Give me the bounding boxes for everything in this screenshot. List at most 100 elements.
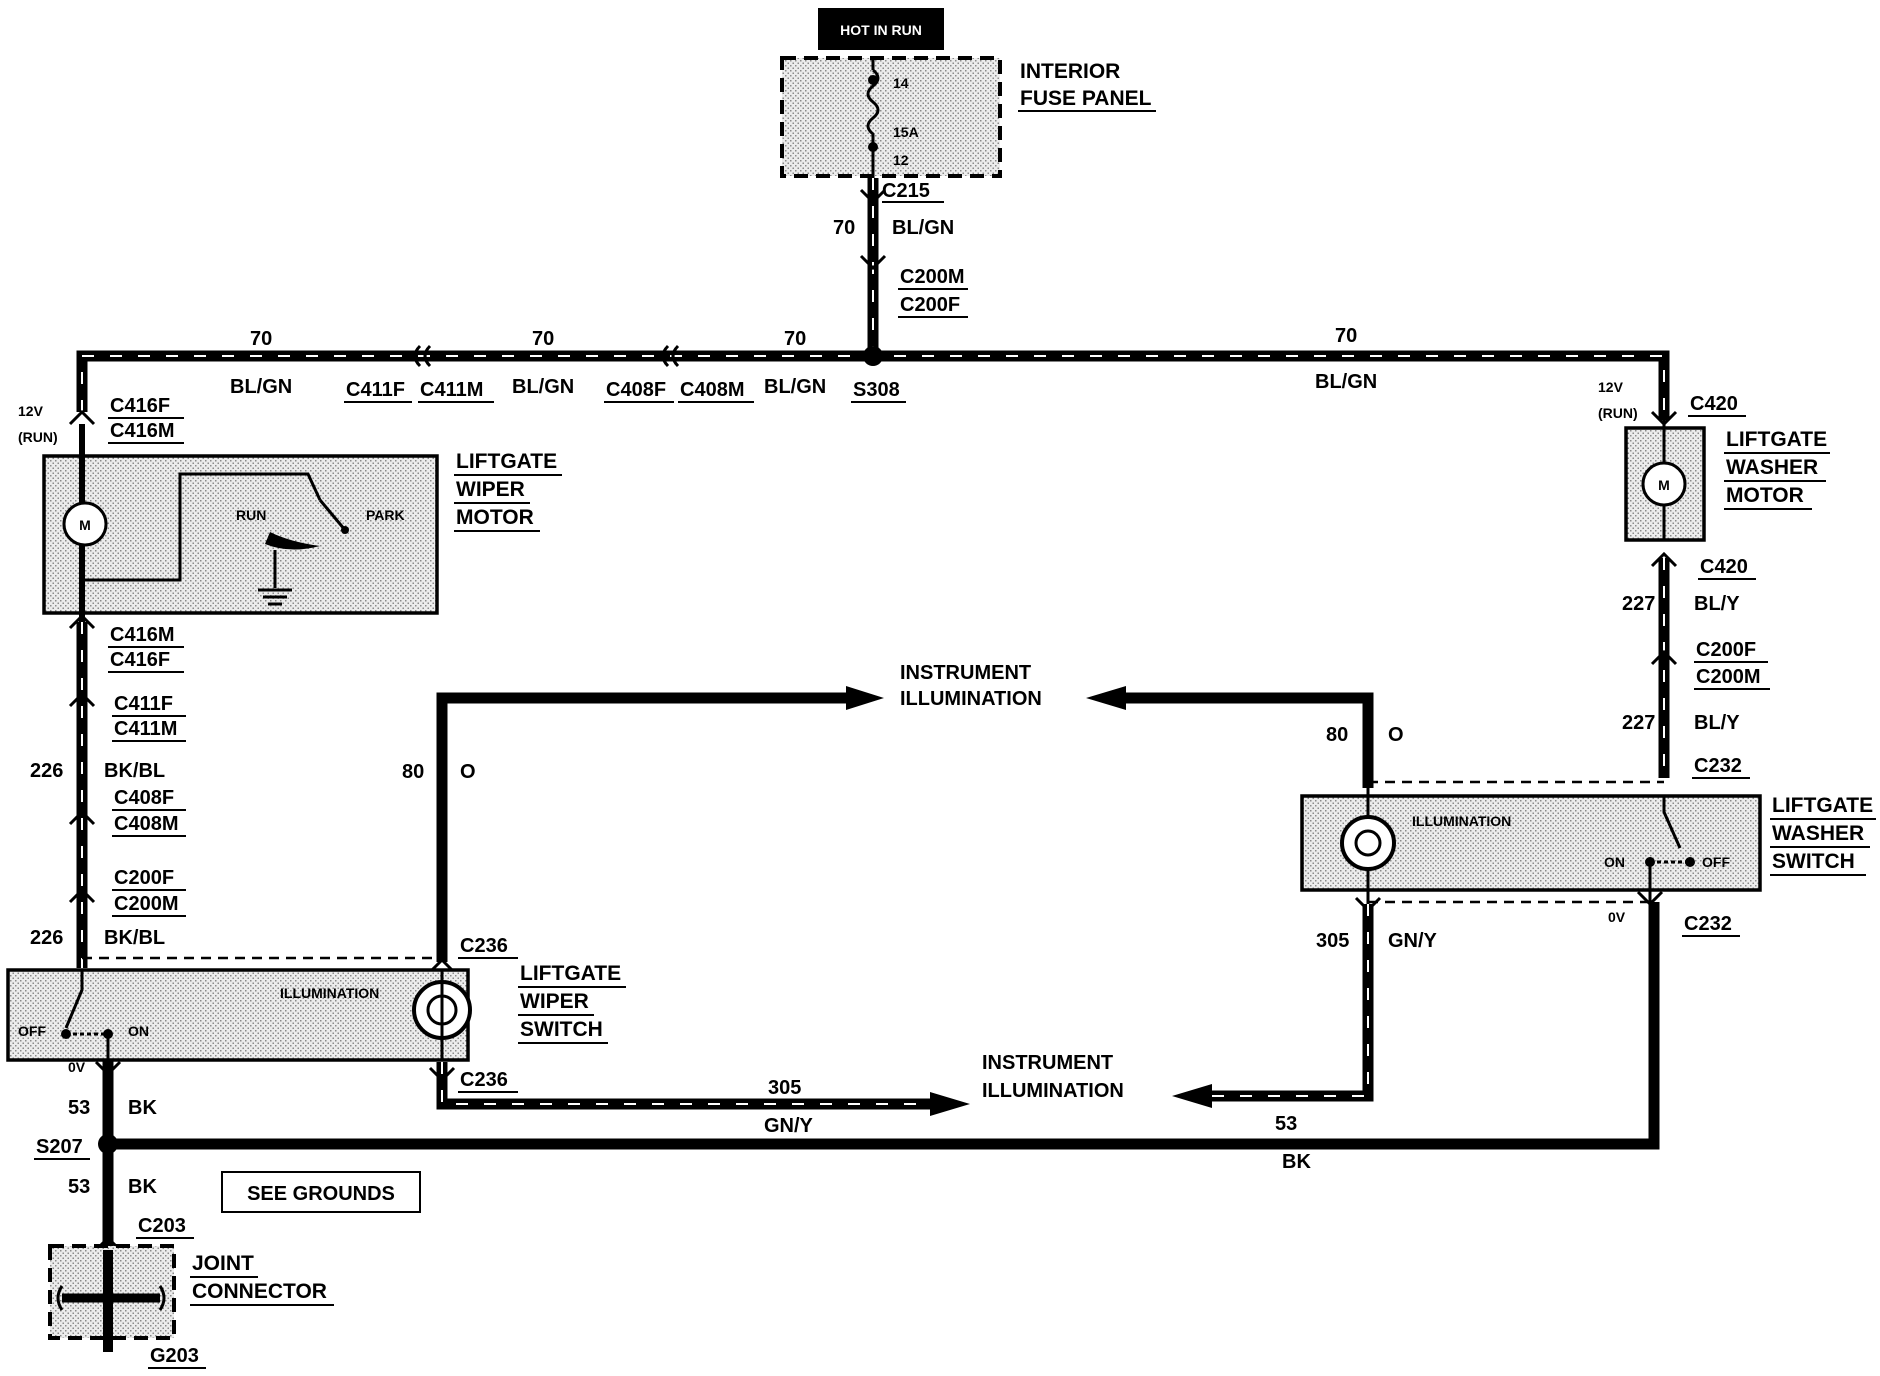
wire-80-right: [1086, 686, 1374, 788]
washer-motor-m: M: [1658, 477, 1670, 493]
liftgate-washer-switch: C232 ILLUMINATION ON OFF LIFTGATE WASHER…: [1300, 755, 1876, 913]
wiper-switch-label-2: WIPER: [520, 990, 589, 1013]
washer-switch-illumination-lamp-icon: [1340, 815, 1396, 871]
wiper-switch-on-label: ON: [128, 1023, 149, 1039]
splice-s207: [98, 1134, 118, 1154]
c200f-top-label: C200F: [900, 294, 960, 316]
wire-227-upper-circuit: 227: [1622, 593, 1655, 615]
see-grounds-box[interactable]: SEE GROUNDS: [221, 1171, 421, 1213]
wire-70-circuit: 70: [833, 217, 855, 239]
washer-motor-label-2: WASHER: [1726, 456, 1818, 479]
power-source-hot-in-run: HOT IN RUN: [818, 8, 944, 50]
wiper-switch-label-1: LIFTGATE: [520, 962, 621, 985]
wire-53-lower-circuit: 53: [68, 1176, 90, 1198]
hot-in-run-label: HOT IN RUN: [840, 22, 922, 38]
c408f-top-label: C408F: [606, 379, 666, 401]
c420-bot-label: C420: [1700, 556, 1748, 578]
washer-motor-label-1: LIFTGATE: [1726, 428, 1827, 451]
c408m-top-label: C408M: [680, 379, 744, 401]
wire-226-upper-color: BK/BL: [104, 760, 165, 782]
joint-connector: C203 JOINT CONNECTOR G203: [48, 1215, 334, 1369]
c236-top-label: C236: [460, 935, 508, 957]
s308-label: S308: [853, 379, 900, 401]
wiper-motor-m: M: [79, 517, 91, 533]
liftgate-washer-motor: 12V (RUN) C420 M LIFTGATE WASHER MOTOR: [1598, 379, 1830, 542]
wire-53-lower-color: BK: [128, 1176, 157, 1198]
splice-s308: [863, 346, 883, 366]
interior-fuse-panel: 14 15A 12 INTERIOR FUSE PANEL: [780, 56, 1156, 178]
g203-label: G203: [150, 1345, 199, 1367]
wire-305-right-color: GN/Y: [1388, 930, 1438, 952]
c416m-top-label: C416M: [110, 420, 174, 442]
liftgate-wiper-switch: C236 OFF ON ILLUMINATION LIFTGATE WIPER …: [6, 935, 626, 1062]
wire-70-left3-color: BL/GN: [764, 376, 826, 398]
wire-53-upper-circuit: 53: [68, 1097, 90, 1119]
wire-227-lower-color: BL/Y: [1694, 712, 1740, 734]
wire-53-upper-color: BK: [128, 1097, 157, 1119]
wire-305-right: [1172, 904, 1374, 1108]
c411f-top-label: C411F: [346, 379, 405, 401]
c416m-bot-label: C416M: [110, 624, 174, 646]
washer-switch-on-label: ON: [1604, 854, 1625, 870]
instrument-illumination-top-2: ILLUMINATION: [900, 688, 1042, 710]
joint-connector-label-1: JOINT: [192, 1252, 254, 1275]
washer-switch-ground-voltage: 0V: [1608, 909, 1626, 925]
wire-226-lower-color: BK/BL: [104, 927, 165, 949]
wire-70-left1-circuit: 70: [250, 328, 272, 350]
washer-motor-label-3: MOTOR: [1726, 484, 1804, 507]
wiper-motor-label-2: WIPER: [456, 478, 525, 501]
wiper-motor-symbol: [62, 501, 108, 547]
wiper-switch-illumination-label: ILLUMINATION: [280, 985, 379, 1001]
wiper-motor-voltage: 12V: [18, 403, 44, 419]
c215-label: C215: [882, 180, 930, 202]
wire-80-left-circuit: 80: [402, 761, 424, 783]
washer-switch-label-2: WASHER: [1772, 822, 1864, 845]
wire-53-right-color: BK: [1282, 1151, 1311, 1173]
wire-70-feed: [76, 178, 1670, 420]
wire-305-right-circuit: 305: [1316, 930, 1349, 952]
wire-227-lower-circuit: 227: [1622, 712, 1655, 734]
wire-70-left3-circuit: 70: [784, 328, 806, 350]
wire-80-right-circuit: 80: [1326, 724, 1348, 746]
wire-80-right-color: O: [1388, 724, 1404, 746]
wiper-switch-label-3: SWITCH: [520, 1018, 603, 1041]
c420-top-label: C420: [1690, 393, 1738, 415]
c416f-bot-label: C416F: [110, 649, 170, 671]
washer-switch-label-3: SWITCH: [1772, 850, 1855, 873]
c232-top-label: C232: [1694, 755, 1742, 777]
wiper-switch-ground-voltage: 0V: [68, 1059, 86, 1075]
wire-226-lower-circuit: 226: [30, 927, 63, 949]
wire-70-left2-circuit: 70: [532, 328, 554, 350]
wire-227: [1650, 551, 1678, 778]
wiper-motor-label-3: MOTOR: [456, 506, 534, 529]
wire-305-left-color: GN/Y: [764, 1115, 814, 1137]
wiper-motor-label-1: LIFTGATE: [456, 450, 557, 473]
wire-226: [68, 613, 96, 968]
liftgate-wiper-motor: 12V (RUN) C416F C416M M RUN PARK LIFTGAT…: [18, 395, 562, 640]
c200f-right-label: C200F: [1696, 639, 1756, 661]
wire-70-left2-color: BL/GN: [512, 376, 574, 398]
c200m-left-label: C200M: [114, 893, 178, 915]
fuse-pin-top: 14: [893, 75, 909, 91]
see-grounds-label: SEE GROUNDS: [247, 1183, 395, 1205]
c411f-left-label: C411F: [114, 693, 173, 715]
fuse-panel-label-2: FUSE PANEL: [1020, 87, 1152, 110]
wiper-run-label: RUN: [236, 507, 266, 523]
wiper-motor-voltage-note: (RUN): [18, 429, 58, 445]
c200m-right-label: C200M: [1696, 666, 1760, 688]
s207-label: S207: [36, 1136, 83, 1158]
c411m-left-label: C411M: [114, 718, 177, 740]
wire-226-upper-circuit: 226: [30, 760, 63, 782]
c236-bot-label: C236: [460, 1069, 508, 1091]
instrument-illumination-bottom-1: INSTRUMENT: [982, 1052, 1113, 1074]
washer-motor-voltage: 12V: [1598, 379, 1624, 395]
instrument-illumination-bottom-2: ILLUMINATION: [982, 1080, 1124, 1102]
wire-53-ground: [94, 902, 1660, 1336]
instrument-illumination-top-1: INSTRUMENT: [900, 662, 1031, 684]
c408f-left-label: C408F: [114, 787, 174, 809]
c200f-left-label: C200F: [114, 867, 174, 889]
washer-switch-illumination-label: ILLUMINATION: [1412, 813, 1511, 829]
washer-switch-label-1: LIFTGATE: [1772, 794, 1873, 817]
fuse-panel-label-1: INTERIOR: [1020, 60, 1120, 83]
wire-227-upper-color: BL/Y: [1694, 593, 1740, 615]
